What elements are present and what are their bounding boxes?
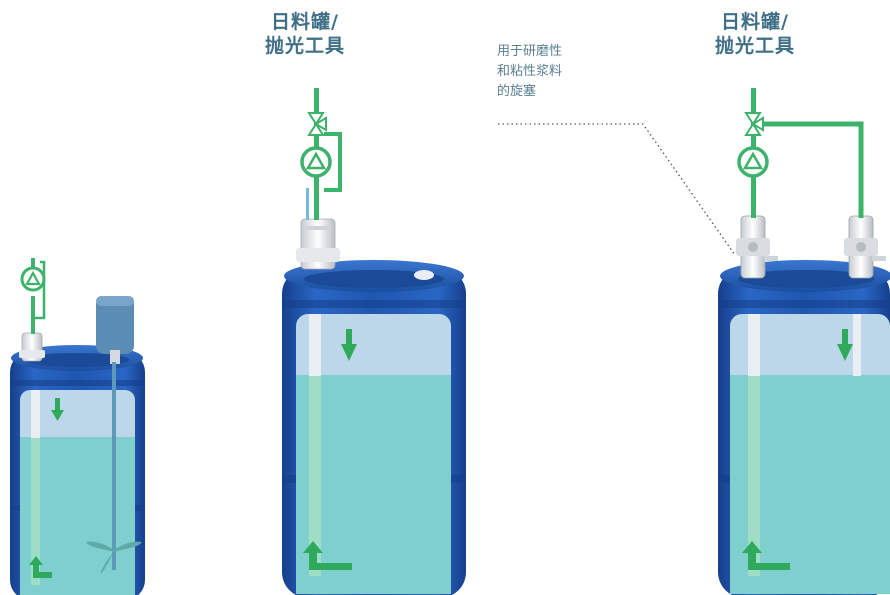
agitator-icon — [86, 296, 142, 574]
stopcock-valve-left — [736, 215, 778, 279]
valve-note: 用于研磨性 和粘性浆料 的旋塞 — [497, 42, 562, 102]
right-title: 日料罐/ 抛光工具 — [690, 10, 820, 58]
valve-note-line2: 和粘性浆料 — [497, 64, 563, 79]
pump-assembly-center — [300, 88, 342, 220]
valve-note-line1: 用于研磨性 — [497, 44, 563, 59]
stopcock-valve-right — [844, 215, 886, 279]
dip-tube-right — [748, 314, 760, 576]
barrel-center — [282, 88, 466, 595]
right-title-line1: 日料罐/ — [721, 11, 789, 33]
barrel-left — [10, 258, 145, 595]
pump-assembly-right — [737, 88, 864, 218]
liquid-center — [296, 375, 451, 594]
arrow-up-left-icon — [29, 556, 52, 578]
arrow-up-left-icon — [742, 541, 790, 570]
arrow-down-icon — [837, 329, 853, 361]
leader-line — [498, 123, 736, 256]
right-title-line2: 抛光工具 — [714, 35, 795, 57]
center-title: 日料罐/ 抛光工具 — [240, 10, 370, 58]
dip-tube-left — [31, 390, 40, 585]
arrow-down-icon — [51, 398, 64, 421]
valve-icon — [307, 112, 327, 136]
pump-assembly-left — [20, 258, 46, 334]
valve-icon — [744, 112, 764, 136]
fitting-left — [19, 332, 45, 362]
barrel-right — [718, 88, 890, 595]
center-title-line1: 日料罐/ — [271, 11, 339, 33]
center-title-line2: 抛光工具 — [264, 35, 345, 57]
dip-tube-center — [309, 314, 321, 576]
arrow-down-icon — [341, 329, 357, 361]
arrow-up-left-icon — [303, 541, 352, 570]
valve-note-line3: 的旋塞 — [497, 84, 537, 99]
fitting-center — [296, 218, 340, 270]
